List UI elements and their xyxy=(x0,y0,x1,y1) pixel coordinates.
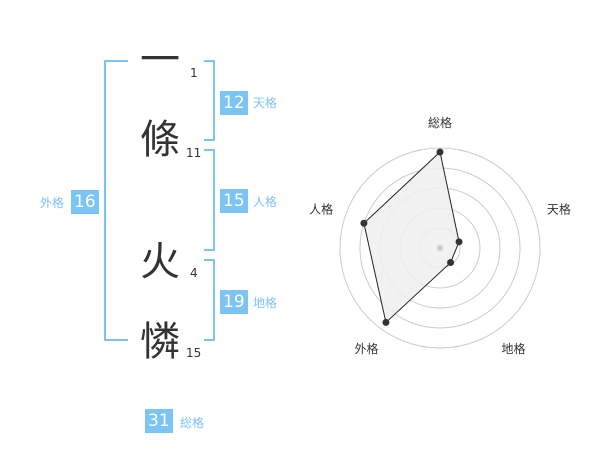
name-char-4: 憐 xyxy=(140,319,180,365)
radar-center-dot xyxy=(437,245,443,251)
gaikaku-bracket xyxy=(104,60,128,341)
name-char-3: 火 xyxy=(140,239,180,285)
chikaku-value-badge: 19 xyxy=(220,290,248,314)
radar-point xyxy=(455,238,463,246)
soukaku-label: 総格 xyxy=(180,416,205,430)
stroke-count-2: 11 xyxy=(186,146,202,160)
stroke-count-1: 1 xyxy=(190,66,198,80)
tenkaku-bracket xyxy=(204,60,215,141)
radar-axis-label: 人格 xyxy=(309,201,333,216)
radar-point xyxy=(447,259,455,267)
radar-axis-label: 地格 xyxy=(501,341,525,356)
gaikaku-value-badge: 16 xyxy=(71,190,99,214)
stroke-count-3: 4 xyxy=(190,266,198,280)
radar-area xyxy=(363,151,460,324)
radar-point xyxy=(382,318,390,326)
radar-point xyxy=(360,219,368,227)
radar-axis-label: 外格 xyxy=(355,341,379,356)
tenkaku-value-badge: 12 xyxy=(220,91,248,115)
soukaku-value-badge: 31 xyxy=(145,409,173,433)
name-char-2: 條 xyxy=(140,117,180,163)
jinkaku-label: 人格 xyxy=(253,195,278,209)
tenkaku-label: 天格 xyxy=(253,96,278,110)
chikaku-bracket xyxy=(204,259,215,341)
jinkaku-bracket xyxy=(204,149,215,251)
jinkaku-value-badge: 15 xyxy=(220,189,248,213)
gaikaku-label: 外格 xyxy=(40,196,65,210)
stroke-count-4: 15 xyxy=(186,346,202,360)
name-char-1: 一 xyxy=(140,37,180,83)
radar-axis-label: 天格 xyxy=(547,201,571,216)
radar-point xyxy=(436,148,444,156)
chikaku-label: 地格 xyxy=(253,296,278,310)
radar-ring xyxy=(339,147,541,349)
radar-axis-label: 総格 xyxy=(428,115,452,130)
